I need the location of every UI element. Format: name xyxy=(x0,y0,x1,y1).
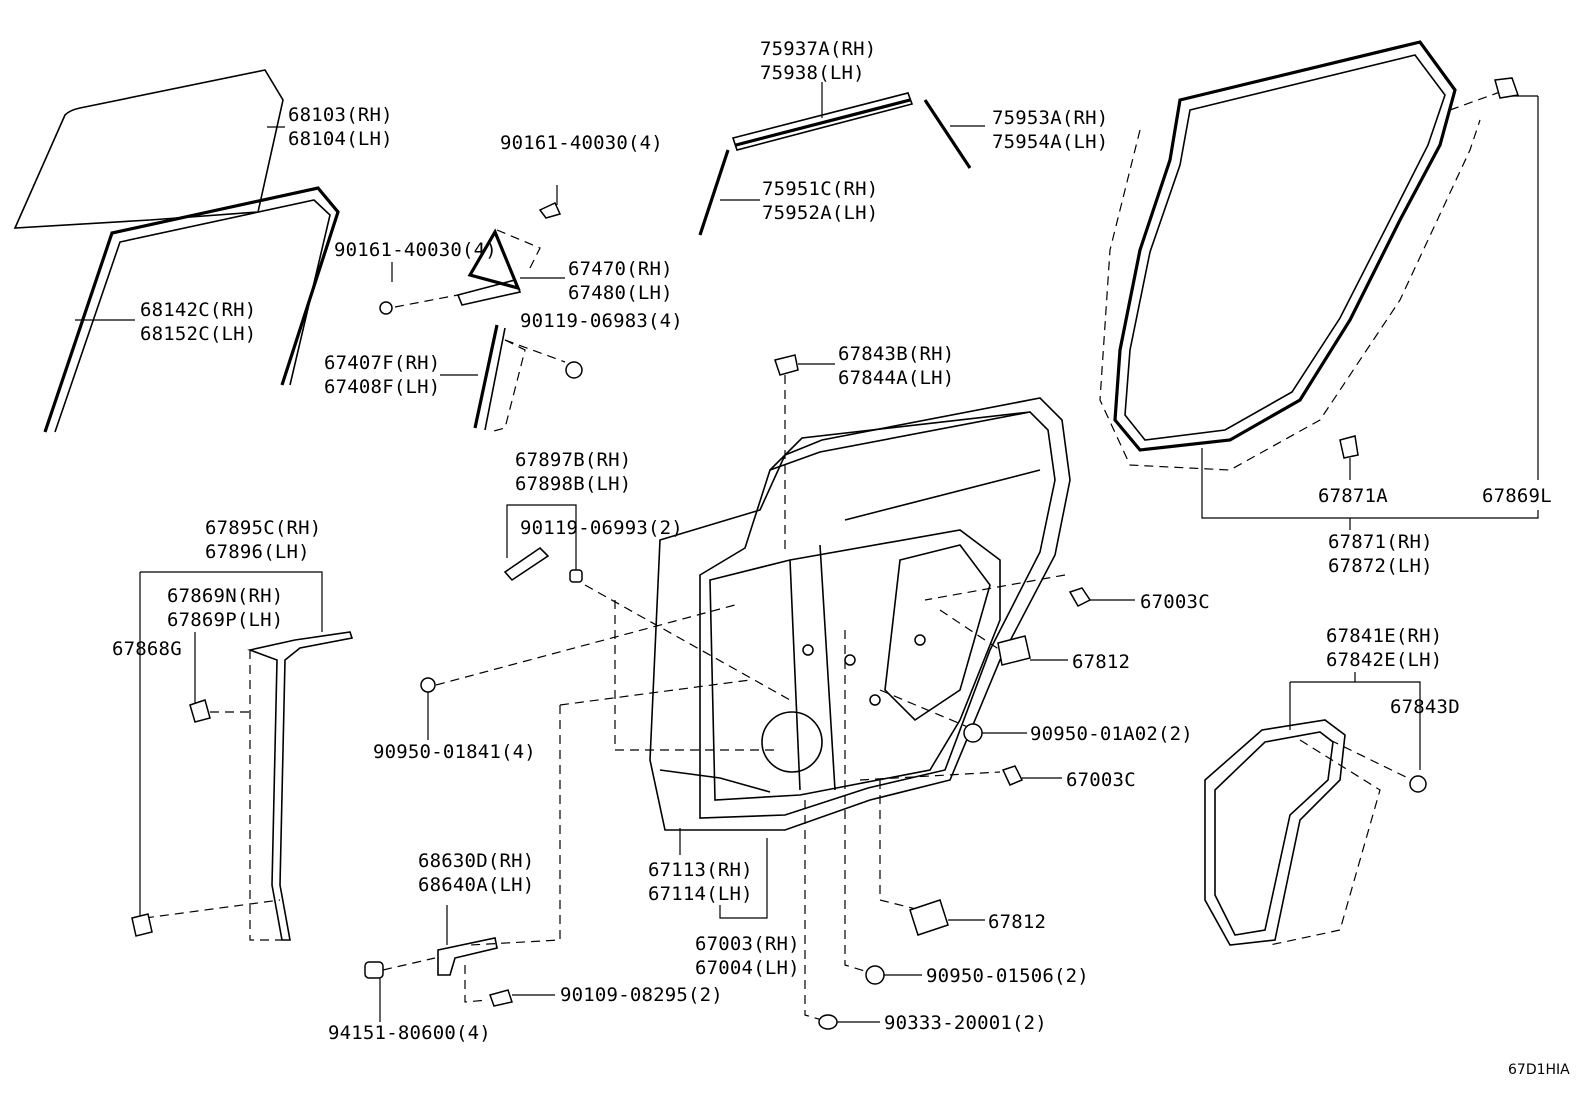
callout-cover: 67841E(RH)67842E(LH) xyxy=(1326,625,1443,671)
callout-seal-left: 67895C(RH)67896(LH) xyxy=(205,517,322,563)
callout-bolt-hinge: 90109-08295(2) xyxy=(560,984,723,1006)
callout-channel: 67407F(RH)67408F(LH) xyxy=(324,352,441,398)
hinge-drawing xyxy=(364,905,555,1022)
callout-bolt-mid: 90119-06993(2) xyxy=(520,517,683,539)
callout-weatherstrip: 67871(RH)67872(LH) xyxy=(1328,531,1433,577)
callout-bolt-top: 90119-06983(4) xyxy=(520,310,683,332)
door-shell-drawing xyxy=(649,397,1071,831)
molding-drawing xyxy=(698,82,985,236)
door-glass-drawing xyxy=(13,69,285,229)
callout-nut: 94151-80600(4) xyxy=(328,1022,491,1044)
callout-glass: 68103(RH)68104(LH) xyxy=(288,104,393,150)
callout-clip-top: 67843B(RH)67844A(LH) xyxy=(838,343,955,389)
bracket-drawing xyxy=(503,504,791,701)
callout-door: 67003(RH)67004(LH) xyxy=(695,933,800,979)
channel-drawing xyxy=(440,324,583,433)
diagram-code: 67D1HIA xyxy=(1508,1062,1570,1078)
callout-weatherstrip-clip: 67871A xyxy=(1318,485,1388,507)
callout-cushion-2: 67003C xyxy=(1066,769,1136,791)
clip-top-drawing xyxy=(774,354,835,555)
callout-clip-g: 67868G xyxy=(112,638,182,660)
callout-molding-left: 75951C(RH)75952A(LH) xyxy=(762,178,879,224)
seal-left-drawing xyxy=(131,571,354,941)
callout-screw-left: 90161-40030(4) xyxy=(334,239,497,261)
glass-run-drawing xyxy=(43,186,340,433)
weatherstrip-drawing xyxy=(1099,40,1539,530)
callout-panel: 67113(RH)67114(LH) xyxy=(648,859,753,905)
partition-drawing xyxy=(379,185,565,315)
callout-screw-top: 90161-40030(4) xyxy=(500,132,663,154)
callout-run: 68142C(RH)68152C(LH) xyxy=(140,299,257,345)
callout-bracket: 67897B(RH)67898B(LH) xyxy=(515,449,632,495)
callout-plug-1: 90950-01A02(2) xyxy=(1030,723,1193,745)
callout-plug-3: 90950-01506(2) xyxy=(926,965,1089,987)
callout-oring: 90333-20001(2) xyxy=(884,1012,1047,1034)
callout-molding-top: 75937A(RH)75938(LH) xyxy=(760,38,877,84)
callout-plug-2: 90950-01841(4) xyxy=(373,741,536,763)
callout-pad-2: 67812 xyxy=(988,911,1047,933)
callout-clip-d: 67843D xyxy=(1390,696,1460,718)
door-leaders xyxy=(420,574,1066,1021)
callout-clip-n: 67869N(RH)67869P(LH) xyxy=(167,585,284,631)
panel-leaders xyxy=(679,828,768,919)
callout-molding-right: 75953A(RH)75954A(LH) xyxy=(992,107,1109,153)
callout-weatherstrip-clip-l: 67869L xyxy=(1482,485,1552,507)
door-hardware xyxy=(818,587,1135,1030)
callout-partition: 67470(RH)67480(LH) xyxy=(568,258,673,304)
cover-drawing xyxy=(1204,672,1427,946)
callout-cushion-1: 67003C xyxy=(1140,591,1210,613)
callout-pad-1: 67812 xyxy=(1072,651,1131,673)
callout-hinge: 68630D(RH)68640A(LH) xyxy=(418,850,535,896)
